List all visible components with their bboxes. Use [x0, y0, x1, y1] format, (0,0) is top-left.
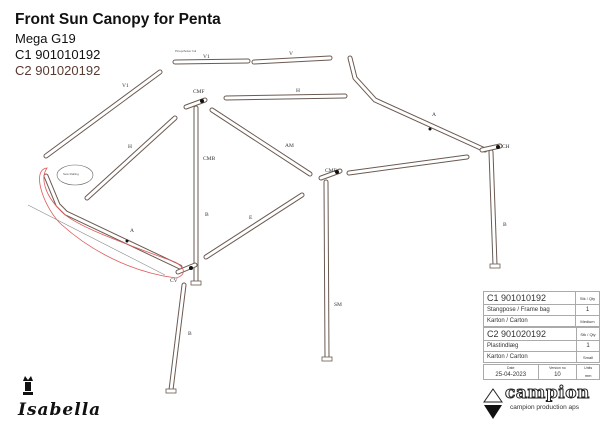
- label-v1-left: V1: [122, 83, 129, 89]
- label-am: AM: [285, 143, 294, 149]
- label-b-right: B: [503, 222, 507, 228]
- units-value: mm: [584, 373, 592, 378]
- pole-b-right: [488, 149, 498, 268]
- label-cmb: CMB: [203, 156, 216, 162]
- c2-qty-header: Stk / Qty: [576, 327, 600, 341]
- c2-row-qty: Small: [576, 351, 600, 363]
- pole-e: [203, 192, 305, 260]
- pole-feet: [165, 263, 501, 394]
- label-e: E: [249, 215, 253, 221]
- pole-b-low: [168, 282, 187, 393]
- c2-row-qty: 1: [576, 340, 600, 352]
- foot-b-right: [489, 263, 501, 269]
- document-footer-table: Date 25-04-2023 Version no 10 Units mm: [483, 364, 600, 380]
- c2-row-name: Karton / Carton: [482, 351, 578, 363]
- c1-row-qty: 1: [575, 304, 600, 316]
- foot-b-low: [165, 388, 177, 394]
- version-label: Version no: [549, 366, 566, 370]
- campion-subtitle: campion production aps: [510, 404, 580, 411]
- pole-a-left: [43, 173, 183, 270]
- label-b-low: B: [188, 331, 192, 337]
- label-v1-top: V1: [203, 54, 210, 60]
- version-value: 10: [554, 372, 561, 378]
- c2-row-name: Plastindlæg: [482, 340, 578, 352]
- pole-sm: [323, 179, 330, 361]
- c1-row-qty: Medium: [575, 315, 600, 327]
- pole-h-left: [84, 115, 178, 201]
- poles: [43, 55, 503, 393]
- date-value: 25-04-2023: [495, 372, 527, 378]
- label-cmf-mid: CMF: [325, 168, 337, 174]
- pole-v-top: [251, 55, 333, 65]
- c2-code: C2 901020192: [15, 63, 101, 78]
- label-cv: CV: [170, 278, 178, 284]
- pole-am: [209, 107, 313, 177]
- foot-cmf-left: [190, 280, 202, 286]
- c1-qty-header: Stk / Qty: [575, 291, 600, 305]
- model-name: Mega G19: [15, 31, 76, 46]
- campion-logo-icon: [483, 388, 503, 419]
- label-cmf-left: CMF: [193, 89, 205, 95]
- joint-cmf-left: [200, 99, 204, 103]
- pole-a-right: [347, 55, 488, 153]
- campion-wordmark: campion: [505, 383, 590, 404]
- label-h-left: H: [128, 144, 132, 150]
- isabella-logo: Isabella: [18, 400, 102, 420]
- joint-a: [428, 127, 432, 131]
- c1-table-header: C1 901010192: [482, 291, 577, 305]
- highlight-outline: [39, 167, 184, 279]
- c1-code: C1 901010192: [15, 47, 101, 62]
- units-label: Units: [584, 366, 593, 370]
- pole-lower-horizontal: [346, 154, 470, 176]
- c2-table-header: C2 901020192: [482, 327, 578, 341]
- label-ch: CH: [502, 144, 510, 150]
- note-top: Pinup/Anker hul: [175, 49, 197, 53]
- connector-joints: [125, 99, 500, 270]
- label-b-left: B: [205, 212, 209, 218]
- joint-a-left: [125, 239, 129, 243]
- joint-cmf-mid: [335, 170, 339, 174]
- label-v-top: V: [289, 51, 293, 57]
- c1-row-name: Stangpose / Frame bag: [482, 304, 577, 316]
- page-title: Front Sun Canopy for Penta: [15, 11, 221, 28]
- joint-ch: [496, 145, 500, 149]
- isabella-crown-icon: [23, 376, 33, 395]
- dimension-line: [27, 204, 166, 276]
- pole-h-top: [223, 93, 348, 101]
- label-a-left: A: [130, 228, 134, 234]
- note-bubble-text: Sew Railing: [63, 172, 79, 176]
- label-a-right: A: [432, 112, 436, 118]
- pole-v1-top: [172, 58, 251, 65]
- pole-cv-connector: [175, 262, 198, 275]
- pole-v1-left: [43, 69, 163, 159]
- note-bubble: [56, 164, 94, 186]
- joint-cv: [189, 266, 193, 270]
- c1-row-name: Karton / Carton: [482, 315, 577, 327]
- label-sm: SM: [334, 302, 342, 308]
- date-label: Date: [507, 366, 515, 370]
- foot-sm: [321, 356, 333, 362]
- label-h-top: H: [296, 88, 300, 94]
